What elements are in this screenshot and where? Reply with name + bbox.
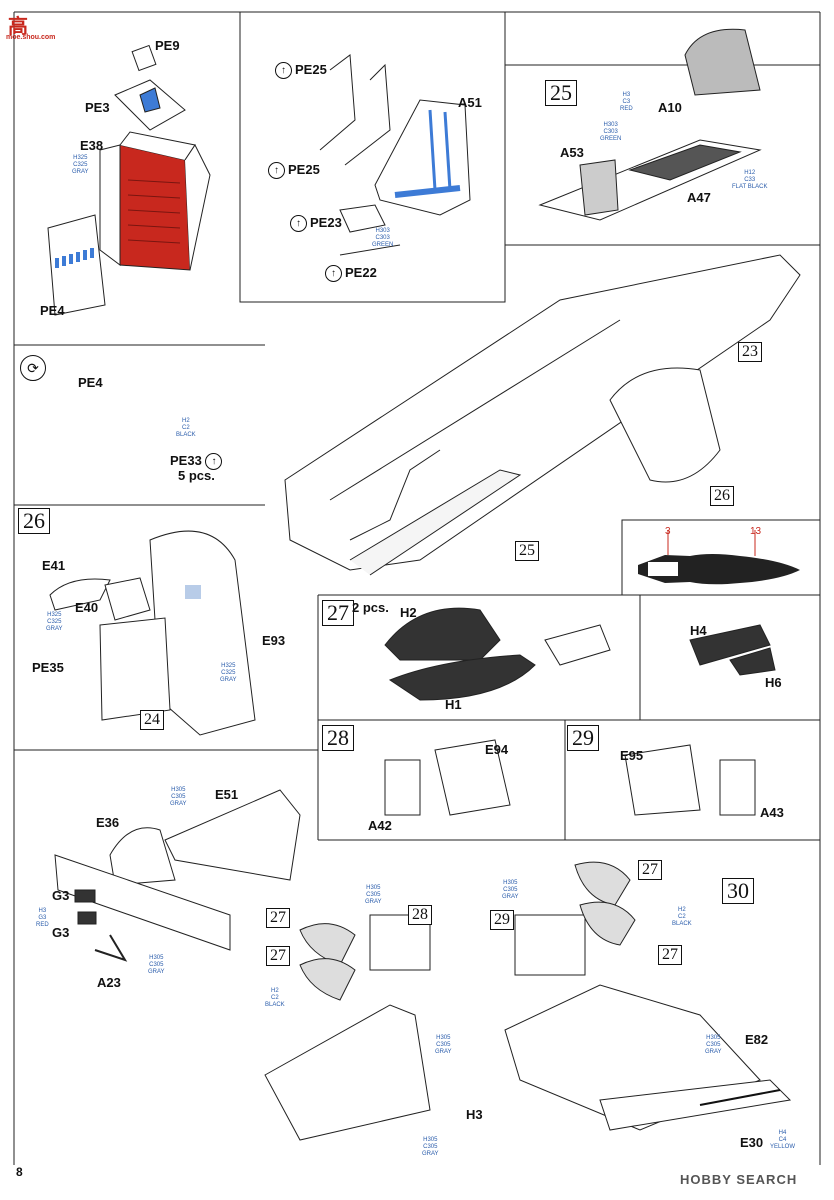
ref-step-29: 29: [490, 910, 514, 930]
part-e40: E40: [75, 600, 99, 615]
ref-step-27b: 27: [266, 946, 290, 966]
part-a53: A53: [560, 145, 584, 160]
etch-icon: ↑: [290, 215, 307, 233]
ref-step-24: 24: [140, 710, 164, 730]
part-h4: H4: [690, 623, 707, 638]
step-27-qty: 2 pcs.: [352, 600, 389, 615]
part-pe3: PE3: [85, 100, 110, 115]
part-a23: A23: [97, 975, 121, 990]
ref-step-25: 25: [515, 541, 539, 561]
part-pe22: ↑PE22: [325, 265, 377, 283]
part-e30: E30: [740, 1135, 764, 1150]
part-g3-a: G3: [52, 888, 70, 903]
etch-icon: ↑: [205, 453, 223, 471]
watermark-logo: 高: [8, 16, 28, 38]
etch-icon: ↑: [268, 162, 285, 180]
watermark-url: moe.shou.com: [6, 34, 56, 41]
part-pe25-a: ↑PE25: [275, 62, 327, 80]
page-number: 8: [16, 1165, 23, 1179]
ref-step-27a: 27: [266, 908, 290, 928]
part-a47: A47: [687, 190, 711, 205]
etch-icon: ↑: [325, 265, 342, 283]
step-27: 27: [322, 600, 354, 626]
step-26: 26: [18, 508, 50, 534]
ref-step-28: 28: [408, 905, 432, 925]
ref-step-23: 23: [738, 342, 762, 362]
ref-step-27d: 27: [658, 945, 682, 965]
part-pe4-detail: PE4: [78, 375, 103, 390]
step-29: 29: [567, 725, 599, 751]
part-pe33: PE33 ↑: [170, 453, 225, 471]
etch-icon: ↑: [275, 62, 292, 80]
step-30: 30: [722, 878, 754, 904]
e38-red-panel: [99, 131, 211, 271]
part-h2: H2: [400, 605, 417, 620]
part-e95: E95: [620, 748, 644, 763]
part-pe9: PE9: [155, 38, 180, 53]
step-28: 28: [322, 725, 354, 751]
part-e41: E41: [42, 558, 66, 573]
part-pe25-b: ↑PE25: [268, 162, 320, 180]
watermark-hobbysearch: HOBBY SEARCH: [680, 1172, 798, 1187]
part-h6: H6: [765, 675, 782, 690]
part-e51: E51: [215, 787, 239, 802]
part-a10: A10: [658, 100, 682, 115]
flip-icon: ⟳: [20, 355, 46, 381]
bomb-mark-13: 13: [750, 526, 762, 537]
part-pe23: ↑PE23: [290, 215, 342, 233]
part-e93: E93: [262, 633, 286, 648]
part-a42: A42: [368, 818, 392, 833]
ref-step-27c: 27: [638, 860, 662, 880]
ref-step-26: 26: [710, 486, 734, 506]
part-pe35: PE35: [32, 660, 64, 675]
part-pe33-qty: 5 pcs.: [178, 468, 215, 483]
part-pe4-top: PE4: [40, 303, 65, 318]
part-e38: E38: [80, 138, 104, 153]
bomb-mark-3: 3: [665, 526, 671, 537]
part-h1: H1: [445, 697, 462, 712]
part-a43: A43: [760, 805, 784, 820]
step-25: 25: [545, 80, 577, 106]
part-a51: A51: [458, 95, 482, 110]
part-e94: E94: [485, 742, 509, 757]
part-e36: E36: [96, 815, 120, 830]
part-g3-b: G3: [52, 925, 70, 940]
part-e82: E82: [745, 1032, 769, 1047]
part-h3: H3: [466, 1107, 483, 1122]
